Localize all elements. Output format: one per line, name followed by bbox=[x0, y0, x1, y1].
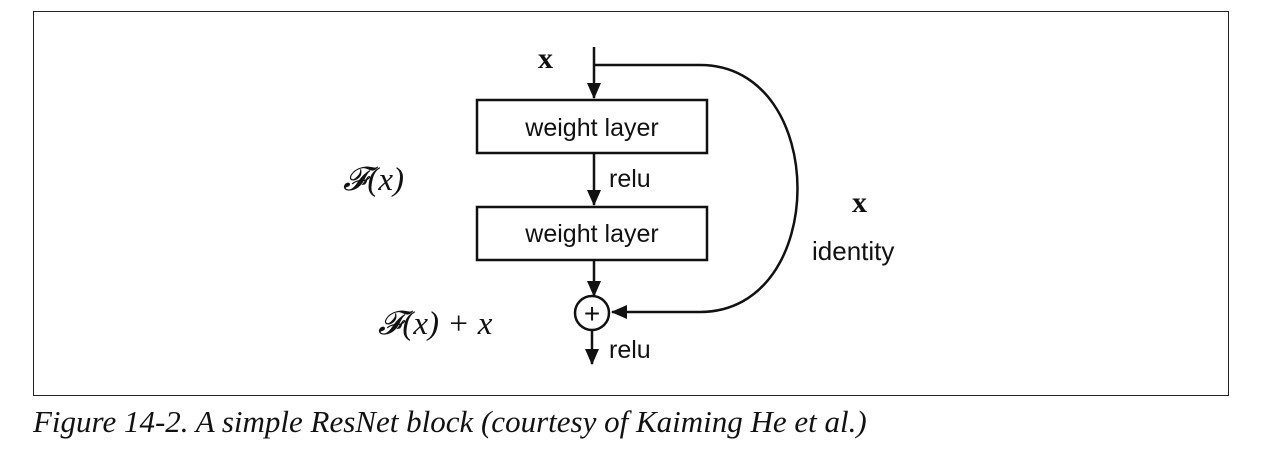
weight-layer-1-label: weight layer bbox=[524, 114, 658, 142]
relu-label: relu bbox=[609, 165, 651, 193]
identity-skip-connection bbox=[594, 63, 799, 319]
sum-label: 𝓕(x) + x bbox=[378, 306, 493, 342]
weight-layer-2-label: weight layer bbox=[524, 220, 658, 248]
identity-label: identity bbox=[812, 236, 894, 266]
input-x-label: x bbox=[538, 42, 553, 75]
figure-caption: Figure 14-2. A simple ResNet block (cour… bbox=[33, 404, 867, 439]
weight-layer-2: weight layer bbox=[475, 205, 709, 262]
sum-symbol: + bbox=[584, 298, 600, 329]
residual-function-label: 𝓕(x) bbox=[343, 162, 404, 198]
sum-node: + bbox=[573, 294, 611, 332]
figure-frame bbox=[33, 11, 1229, 396]
output-relu-label: relu bbox=[609, 336, 651, 364]
skip-x-label: x bbox=[852, 186, 867, 219]
weight-layer-1: weight layer bbox=[475, 98, 709, 155]
